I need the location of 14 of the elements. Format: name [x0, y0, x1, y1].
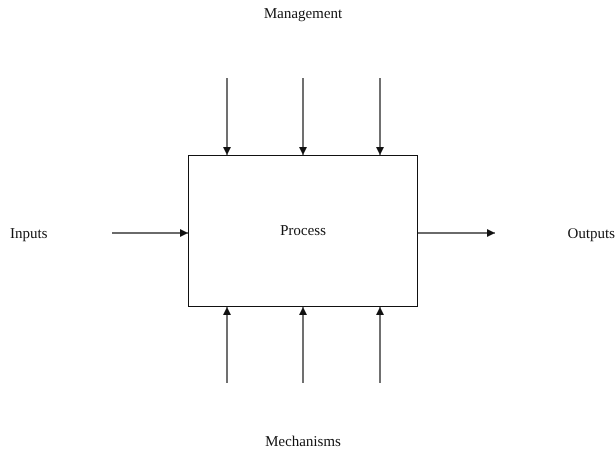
arrow	[376, 307, 384, 383]
arrow	[223, 307, 231, 383]
label-text: Mechanisms	[265, 434, 341, 451]
label-text: Management	[264, 6, 342, 23]
arrow	[112, 229, 188, 237]
arrow	[376, 78, 384, 155]
arrow	[299, 307, 307, 383]
label-text: Inputs	[10, 226, 48, 242]
node-label: Process	[280, 222, 326, 240]
process-box	[188, 155, 418, 307]
arrow	[418, 229, 495, 237]
arrow	[223, 78, 231, 155]
label-text: Outputs	[567, 226, 615, 242]
arrow	[299, 78, 307, 155]
